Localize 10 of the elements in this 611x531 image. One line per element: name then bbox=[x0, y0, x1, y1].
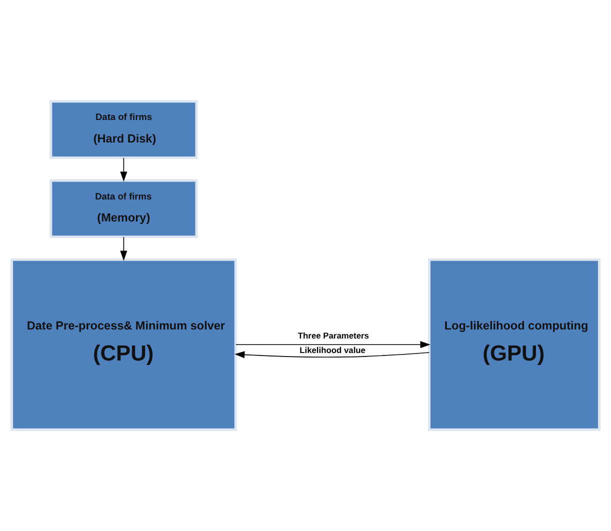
arrow bbox=[120, 236, 128, 261]
arrow bbox=[235, 341, 430, 348]
arrow bbox=[120, 158, 128, 182]
edge-label: Three Parameters bbox=[298, 330, 369, 341]
node-box: Date Pre-process& Minimum solver (CPU) bbox=[10, 258, 237, 431]
arrow bbox=[234, 351, 430, 358]
node-box: Log-likelihood computing (GPU) bbox=[428, 258, 601, 431]
node-box: Data of firms (Memory) bbox=[50, 179, 198, 238]
node-box: Data of firms (Hard Disk) bbox=[50, 100, 198, 160]
edge-label: Likelihood value bbox=[300, 345, 366, 356]
